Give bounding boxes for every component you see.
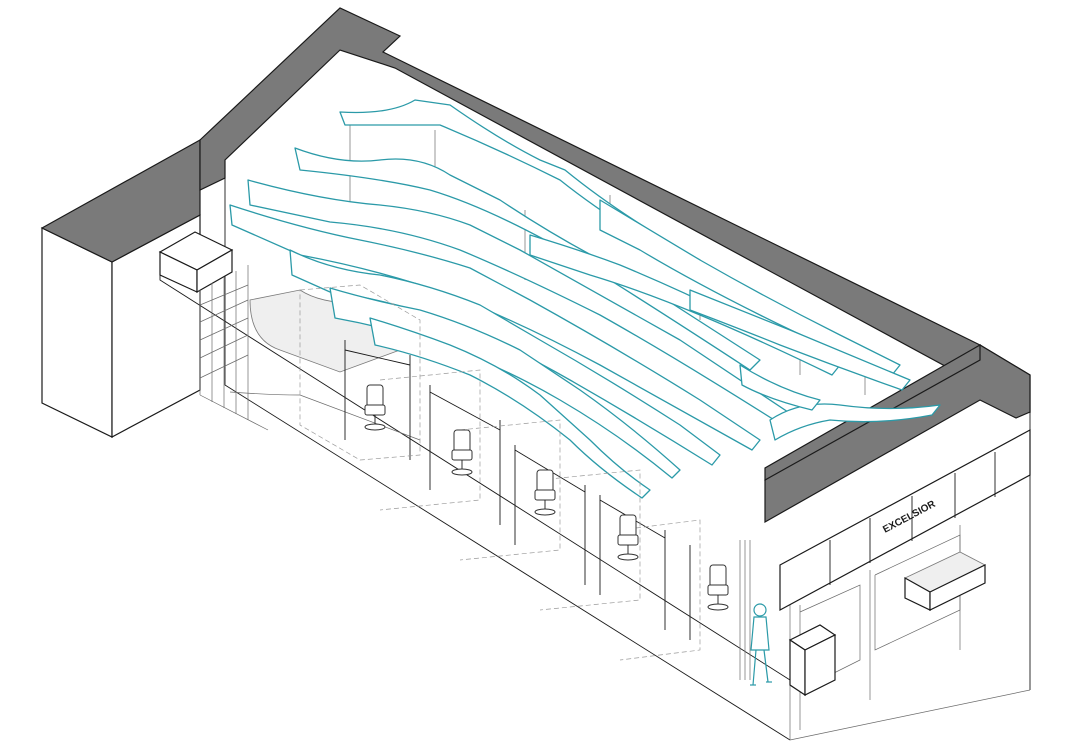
barber-chair-icon [707,564,729,611]
reception-desk [904,551,986,611]
barber-chair-icon [451,429,473,476]
barber-chairs [364,384,729,611]
entry-curtain [739,540,751,680]
ceiling-baffles [229,99,941,499]
front-counter [788,624,837,697]
barber-chair-icon [364,384,386,431]
person-figure-icon [750,603,772,686]
storefront: EXCELSIOR [779,428,1031,730]
barber-chair-icon [617,514,639,561]
left-outer-block [40,138,201,439]
barber-chair-icon [534,469,556,516]
left-shelving [158,231,269,431]
